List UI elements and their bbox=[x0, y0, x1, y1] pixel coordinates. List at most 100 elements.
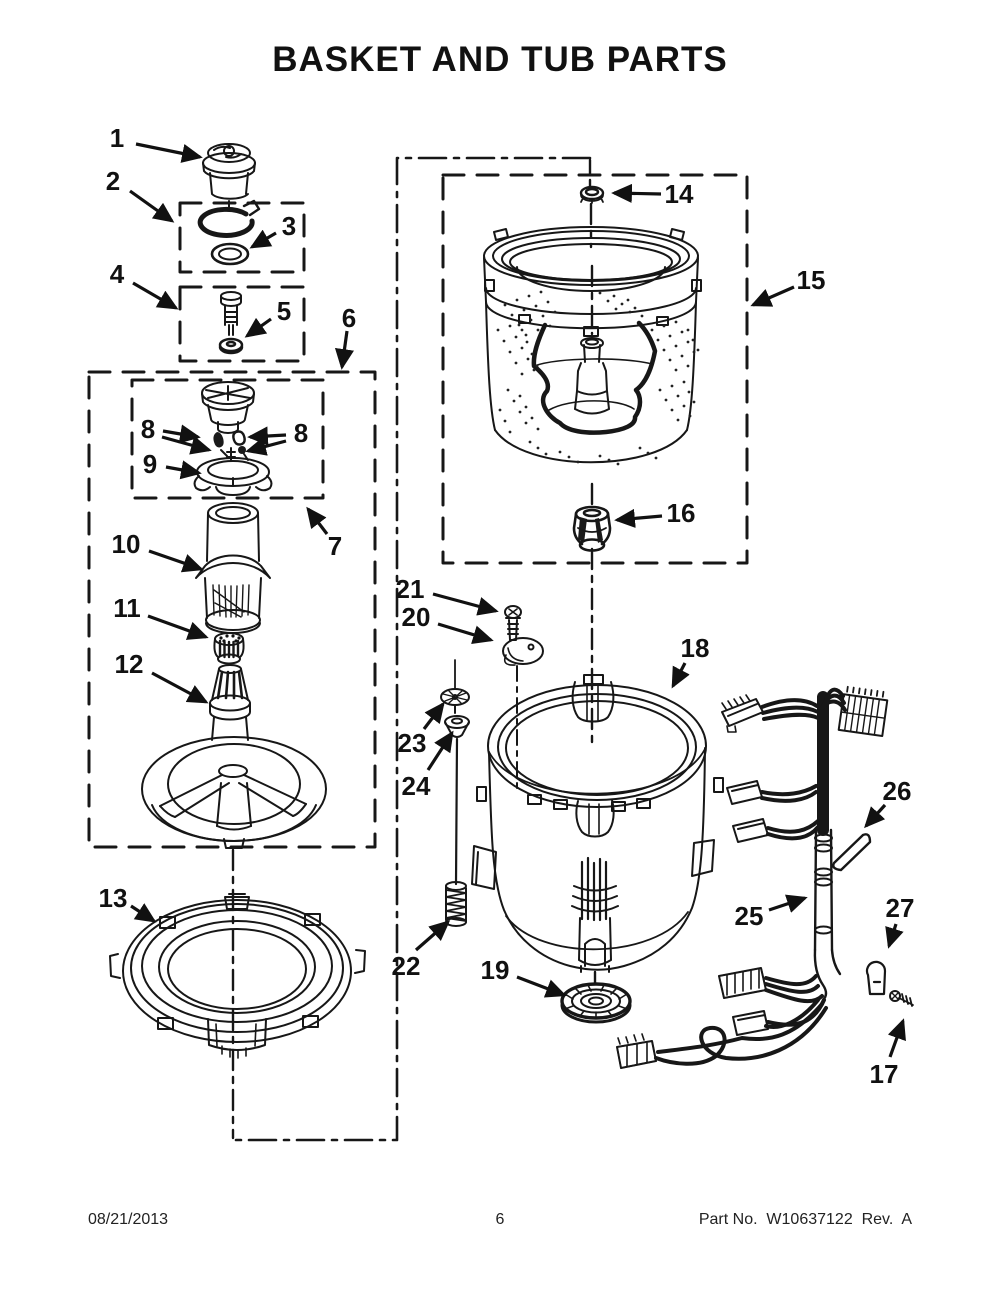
wire-harness bbox=[616, 685, 914, 1069]
callout-number: 5 bbox=[277, 296, 291, 326]
callout-number: 4 bbox=[110, 259, 125, 289]
callout-number: 8 bbox=[294, 418, 308, 448]
callout-8-8: 8 bbox=[245, 418, 308, 456]
callout-number: 26 bbox=[883, 776, 912, 806]
callout-arrow bbox=[614, 508, 663, 528]
callout-arrow bbox=[151, 671, 209, 704]
callout-arrow bbox=[671, 662, 690, 689]
callout-number: 12 bbox=[115, 649, 144, 679]
callout-12: 12 bbox=[115, 649, 209, 704]
o-ring-seal bbox=[210, 242, 250, 266]
pressure-dome bbox=[502, 637, 544, 666]
clip-screw bbox=[889, 990, 914, 1007]
dome-screw bbox=[504, 605, 522, 641]
wash-basket bbox=[483, 226, 702, 466]
callout-number: 20 bbox=[402, 602, 431, 632]
dispenser-screw bbox=[220, 291, 242, 336]
callout-5: 5 bbox=[244, 296, 291, 338]
callout-arrow bbox=[611, 183, 662, 203]
rod-funnel bbox=[444, 715, 470, 750]
callout-24: 24 bbox=[402, 730, 454, 801]
callout-20: 20 bbox=[402, 602, 494, 645]
callout-number: 27 bbox=[886, 893, 915, 923]
callout-3: 3 bbox=[249, 211, 296, 249]
callout-number: 3 bbox=[282, 211, 296, 241]
callout-number: 21 bbox=[396, 574, 425, 604]
callout-8-7: 8 bbox=[141, 414, 212, 455]
box-part-15 bbox=[441, 173, 749, 565]
page-footer: 08/21/2013 6 Part No. W10637122 Rev. A bbox=[0, 1205, 1000, 1245]
box-part-2 bbox=[178, 201, 306, 274]
callout-arrow bbox=[887, 1018, 906, 1058]
outer-tub bbox=[471, 674, 724, 985]
callout-arrow bbox=[885, 923, 904, 949]
page-title: BASKET AND TUB PARTS bbox=[272, 40, 728, 79]
callout-arrow bbox=[306, 506, 329, 535]
agitator-base bbox=[141, 664, 327, 849]
callout-21: 21 bbox=[396, 574, 499, 616]
callout-arrow bbox=[516, 975, 567, 998]
callout-7: 7 bbox=[306, 506, 342, 561]
callout-14: 14 bbox=[611, 179, 694, 209]
footer-page-number: 6 bbox=[495, 1211, 505, 1228]
screw-washer bbox=[218, 337, 244, 355]
callout-arrow bbox=[165, 460, 202, 480]
callout-arrow bbox=[414, 920, 451, 952]
callout-26: 26 bbox=[864, 776, 912, 829]
callout-19: 19 bbox=[481, 955, 567, 998]
callout-arrow bbox=[162, 424, 201, 444]
agitator-auger bbox=[195, 502, 271, 634]
callout-arrow bbox=[864, 803, 887, 829]
box-part-4 bbox=[178, 285, 306, 363]
callout-arrow bbox=[432, 592, 499, 616]
callout-arrow bbox=[130, 903, 157, 923]
callout-2: 2 bbox=[106, 166, 175, 223]
callout-arrow bbox=[132, 281, 179, 310]
callout-4: 4 bbox=[110, 259, 179, 310]
drive-coupler bbox=[213, 632, 245, 665]
box-part-7 bbox=[130, 378, 325, 500]
callout-number: 23 bbox=[398, 728, 427, 758]
callout-27: 27 bbox=[885, 893, 915, 949]
callout-number: 16 bbox=[667, 498, 696, 528]
dispenser-body bbox=[201, 381, 255, 434]
callout-number: 19 bbox=[481, 955, 510, 985]
drive-block bbox=[572, 505, 612, 552]
callout-18: 18 bbox=[671, 633, 710, 689]
callout-number: 15 bbox=[797, 265, 826, 295]
callout-13: 13 bbox=[99, 883, 157, 923]
bearing-cam bbox=[193, 457, 273, 496]
callout-arrow bbox=[426, 730, 454, 771]
footer-date: 08/21/2013 bbox=[88, 1211, 169, 1228]
callout-arrow bbox=[768, 894, 808, 913]
callout-number: 18 bbox=[681, 633, 710, 663]
dispenser-cap bbox=[202, 143, 256, 211]
callout-23: 23 bbox=[398, 701, 445, 758]
footer-part-number: Part No. W10637122 Rev. A bbox=[698, 1211, 912, 1228]
callout-arrow bbox=[245, 437, 287, 456]
callout-number: 9 bbox=[143, 449, 157, 479]
callout-6: 6 bbox=[334, 303, 356, 370]
callout-arrow bbox=[135, 142, 203, 163]
clamp-ring bbox=[197, 199, 261, 238]
callout-arrow bbox=[437, 622, 494, 645]
callout-number: 25 bbox=[735, 901, 764, 931]
callout-number: 13 bbox=[99, 883, 128, 913]
callout-number: 2 bbox=[106, 166, 120, 196]
callout-number: 6 bbox=[342, 303, 356, 333]
callout-number: 1 bbox=[110, 123, 124, 153]
callout-15: 15 bbox=[750, 265, 826, 307]
callout-arrow bbox=[247, 426, 287, 446]
callout-arrow bbox=[750, 285, 795, 307]
callout-number: 8 bbox=[141, 414, 155, 444]
callout-number: 24 bbox=[402, 771, 431, 801]
callout-arrow bbox=[148, 549, 204, 573]
callout-arrow bbox=[422, 701, 445, 730]
callout-arrow bbox=[244, 317, 272, 338]
callout-16: 16 bbox=[614, 498, 696, 528]
basket-nut bbox=[579, 185, 605, 204]
callout-number: 17 bbox=[870, 1059, 899, 1089]
